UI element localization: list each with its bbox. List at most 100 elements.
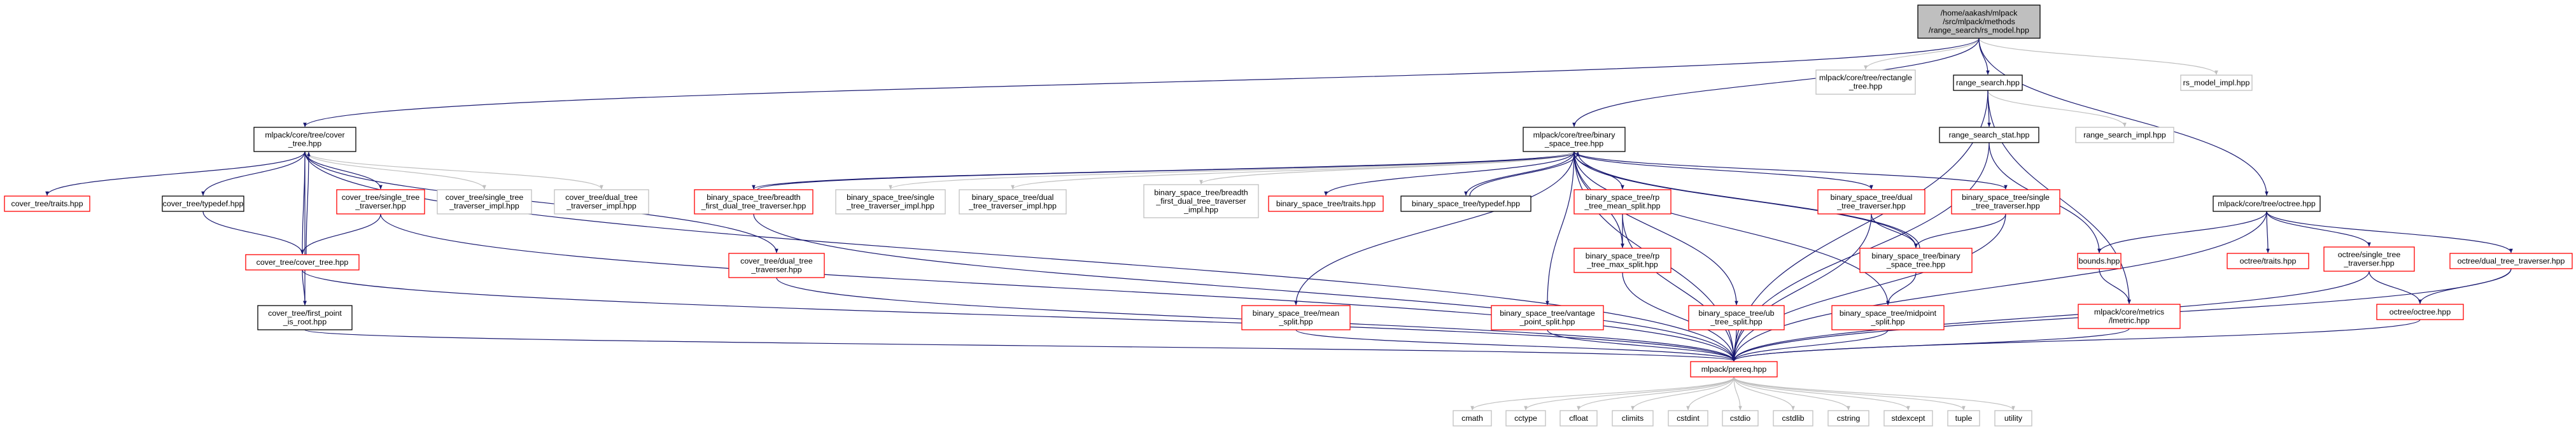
node-label-line: cover_tree/dual_tree [565,193,638,202]
node-box [1883,410,1933,427]
node-label-line: utility [2004,414,2023,423]
node-bst-vantage[interactable]: binary_space_tree/vantage_point_split.hp… [1491,305,1604,330]
node-oct-traits[interactable]: octree/traits.hpp [2227,253,2309,269]
node-cctype: cctype [1505,410,1546,427]
node-ct-single-tt-impl: cover_tree/single_tree_traverser_impl.hp… [437,189,532,215]
edge-bst_rp_mean-to-prereq [1622,213,1736,362]
node-bst[interactable]: mlpack/core/tree/binary_space_tree.hpp [1523,127,1626,152]
node-bst-traits[interactable]: binary_space_tree/traits.hpp [1268,195,1384,212]
node-oct-dual[interactable]: octree/dual_tree_traverser.hpp [2449,253,2573,269]
node-box [1859,248,1973,273]
node-oct-octree[interactable]: octree/octree.hpp [2376,304,2464,320]
edge-ct_cover_tree-to-cover_tree [306,152,311,255]
node-ct-first-point[interactable]: cover_tree/first_point_is_root.hpp [257,305,353,330]
edge-bounds-to-metric [2099,268,2131,304]
node-bst-bfdtt[interactable]: binary_space_tree/breadth_first_dual_tre… [694,189,813,215]
dependency-edges [45,38,2513,411]
node-label-line: _tree.hpp [288,139,321,148]
edge-root-to-rs_model_impl [1978,38,2218,75]
node-bst-mean-split[interactable]: binary_space_tree/mean_split.hpp [1241,305,1351,330]
node-climits: climits [1612,410,1654,427]
node-label-line: _traverser.hpp [750,265,801,274]
node-box [1951,189,2060,215]
node-label-line: binary_space_tree/traits.hpp [1276,199,1376,208]
edge-bst-to-bst_bfdtt_impl [1199,151,1575,185]
node-oct-single[interactable]: octree/single_tree_traverser.hpp [2323,246,2415,272]
node-metric[interactable]: mlpack/core/metrics/lmetric.hpp [2078,304,2181,329]
node-box [1947,410,1980,427]
node-box [959,189,1067,215]
node-label-line: binary_space_tree/breadth [707,193,801,202]
node-ct-cover-tree[interactable]: cover_tree/cover_tree.hpp [245,254,360,271]
edge-prereq-to-stdexcept [1733,376,1910,411]
node-box [1817,189,1925,215]
node-bst-bfdtt-impl: binary_space_tree/breadth_first_dual_tre… [1143,184,1259,218]
node-label-line: cstdio [1730,414,1750,423]
node-range-search[interactable]: range_search.hpp [1953,74,2023,91]
edge-octree-to-oct_dual [2266,211,2513,253]
node-rs-stat[interactable]: range_search_stat.hpp [1939,127,2039,143]
node-box [835,189,946,215]
node-label-line: binary_space_tree/midpoint [1840,309,1937,318]
node-bst-ub[interactable]: binary_space_tree/ub_tree_split.hpp [1688,305,1785,330]
edge-range_search-to-rs_impl [1987,90,2127,127]
node-box [1773,410,1813,427]
node-bst-dual-tt[interactable]: binary_space_tree/dual_tree_traverser.hp… [1817,189,1925,215]
node-bst-rp-mean[interactable]: binary_space_tree/rp_tree_mean_split.hpp [1573,189,1672,215]
edge-bst-to-bst_single_impl [889,151,1575,190]
node-label-line: cover_tree/typedef.hpp [163,199,244,208]
edge-bst_dual_tt-to-prereq [1732,213,1872,362]
node-ct-single-tt[interactable]: cover_tree/single_tree_traverser.hpp [336,189,425,215]
edge-root-to-rectangle_tree [1864,38,1980,70]
node-label-line: _tree_traverser_impl.hpp [846,202,934,211]
node-label-line: _traverser.hpp [355,202,405,211]
node-box [253,127,356,152]
edge-bst-to-bst_mean_split [1294,151,1575,306]
node-bst-dual-impl: binary_space_tree/dual_tree_traverser_im… [959,189,1067,215]
node-box [1523,127,1626,152]
node-bst-single-tt[interactable]: binary_space_tree/single_tree_traverser.… [1951,189,2060,215]
node-box [1400,195,1531,212]
node-box [554,189,649,215]
node-label-line: _is_root.hpp [283,318,327,327]
node-ct-dual-tt[interactable]: cover_tree/dual_tree_traverser.hpp [728,253,825,278]
node-box [1241,305,1351,330]
node-octree[interactable]: mlpack/core/tree/octree.hpp [2213,195,2321,212]
node-label-line: _space_tree.hpp [1544,139,1603,148]
node-ct-traits[interactable]: cover_tree/traits.hpp [4,195,90,212]
node-label-line: /home/aakash/mlpack [1941,8,2018,17]
node-box [1668,410,1708,427]
node-label-line: octree/dual_tree_traverser.hpp [2458,257,2565,265]
node-cfloat: cfloat [1559,410,1598,427]
node-cover-tree[interactable]: mlpack/core/tree/cover_tree.hpp [253,127,356,152]
node-label-line: binary_space_tree/binary [1871,251,1960,260]
node-box [162,195,244,212]
node-bst-rp-max[interactable]: binary_space_tree/rp_tree_max_split.hpp [1573,248,1672,273]
node-label-line: mlpack/prereq.hpp [1701,365,1767,374]
node-ct-typedef[interactable]: cover_tree/typedef.hpp [162,195,244,212]
edge-bst_typedef-to-bst [1469,152,1580,197]
node-prereq[interactable]: mlpack/prereq.hpp [1690,361,1778,378]
node-bst-bst[interactable]: binary_space_tree/binary_space_tree.hpp [1859,248,1973,273]
edge-cover_tree-to-ct_typedef [201,151,306,196]
node-label-line: cover_tree/first_point [268,309,342,318]
node-label-line: mlpack/core/metrics [2094,307,2164,316]
edge-octree-to-bounds [2097,211,2267,253]
node-box [1505,410,1546,427]
node-box [2227,253,2309,269]
edge-bst_bfdtt-to-bst [757,152,1580,190]
edge-bst_vantage-to-prereq [1547,329,1736,362]
node-box [2077,253,2122,269]
node-bounds[interactable]: bounds.hpp [2077,253,2122,269]
node-box [1827,410,1869,427]
node-label-line: /lmetric.hpp [2109,316,2150,325]
node-bst-midpoint[interactable]: binary_space_tree/midpoint_split.hpp [1831,305,1945,330]
node-label-line: bounds.hpp [2079,257,2120,265]
node-box [1831,305,1945,330]
node-root[interactable]: /home/aakash/mlpack/src/mlpack/methods/r… [1917,4,2041,39]
node-bst-typedef[interactable]: binary_space_tree/typedef.hpp [1400,195,1531,212]
node-label-line: binary_space_tree/single [847,193,934,202]
node-box [336,189,425,215]
edge-cover_tree-to-ct_single_tt [304,151,383,190]
edge-prereq-to-cstdio [1733,376,1742,411]
